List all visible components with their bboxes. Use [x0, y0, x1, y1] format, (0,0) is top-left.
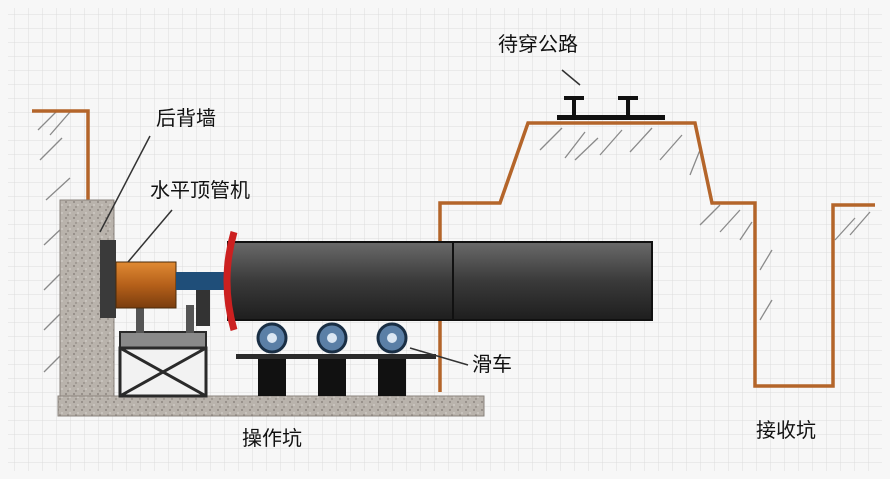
trolley-label: 滑车	[472, 352, 512, 376]
ground-profile	[32, 109, 875, 392]
back-wall-label: 后背墙	[156, 106, 216, 130]
operation-pit-floor	[57, 395, 485, 417]
soil-hatching	[37, 109, 871, 373]
machine-frame	[118, 305, 208, 398]
trolley-leader-line	[409, 347, 469, 366]
road-structure	[557, 96, 665, 120]
back-wall-leader-line	[99, 135, 151, 233]
jacking-machine	[100, 240, 226, 326]
machine-leader-line	[127, 209, 173, 263]
operation-pit-label: 操作坑	[242, 426, 302, 450]
trolley	[236, 322, 436, 396]
jacking-machine-label: 水平顶管机	[150, 178, 250, 202]
road-leader-line	[561, 69, 581, 86]
pipe	[223, 231, 653, 331]
receiving-pit-label: 接收坑	[756, 418, 816, 442]
road-label: 待穿公路	[498, 32, 578, 56]
